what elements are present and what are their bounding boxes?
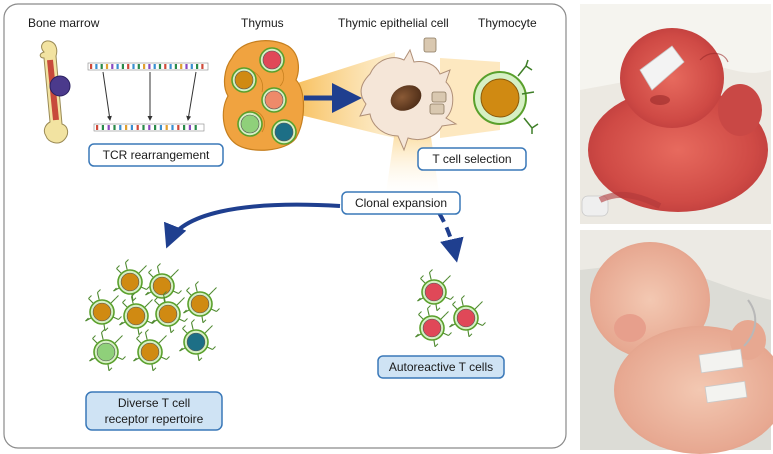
diverse-tcell xyxy=(179,319,216,362)
diverse-tcell xyxy=(113,259,150,302)
thymic-epithelial-cell xyxy=(359,37,458,152)
diverse-tcell xyxy=(145,263,182,306)
thymocyte-cell xyxy=(473,59,539,134)
infant-photo-top xyxy=(580,4,771,224)
thymus-tcell xyxy=(271,119,297,145)
tcr-rearrangement-box xyxy=(88,143,224,167)
bone-icon xyxy=(39,40,71,144)
diverse-tcell xyxy=(119,293,156,336)
diverse-repertoire-line1: Diverse T cell xyxy=(118,396,190,410)
rearranged-gene-strip xyxy=(93,123,205,132)
tcr-rearrangement-label: TCR rearrangement xyxy=(103,148,210,162)
expansion-arrow-diverse xyxy=(164,202,341,249)
t-cell-selection-box xyxy=(417,147,527,171)
thymus-tcell xyxy=(259,47,285,73)
diverse-repertoire-box xyxy=(85,391,223,431)
label-thymocyte: Thymocyte xyxy=(478,16,537,30)
infant-photo-bottom xyxy=(580,230,773,454)
clonal-expansion-box xyxy=(341,191,461,215)
diverse-tcell xyxy=(85,289,122,332)
germline-gene-strip xyxy=(87,62,209,71)
autoreactive-tcell xyxy=(415,305,452,348)
thymus-tcell xyxy=(231,67,257,93)
autoreactive-tcell xyxy=(417,269,454,312)
label-thymus: Thymus xyxy=(241,16,284,30)
diverse-tcell xyxy=(133,329,170,372)
clonal-expansion-label: Clonal expansion xyxy=(355,196,447,210)
diverse-tcell xyxy=(151,291,188,334)
photo-divider xyxy=(580,224,771,230)
rearrangement-arrows xyxy=(102,71,197,121)
diverse-repertoire-line2: receptor repertoire xyxy=(105,412,204,426)
autoreactive-label: Autoreactive T cells xyxy=(389,360,493,374)
label-thymic-epithelial-cell: Thymic epithelial cell xyxy=(338,16,449,30)
autoreactive-box xyxy=(377,355,505,379)
label-bone-marrow: Bone marrow xyxy=(28,16,100,30)
thymus-tcell xyxy=(261,87,287,113)
diverse-tcell xyxy=(89,329,126,372)
thymus-tcell xyxy=(237,111,263,137)
t-cell-selection-label: T cell selection xyxy=(432,152,511,166)
autoreactive-tcell xyxy=(449,295,486,338)
diverse-tcell xyxy=(183,281,220,324)
